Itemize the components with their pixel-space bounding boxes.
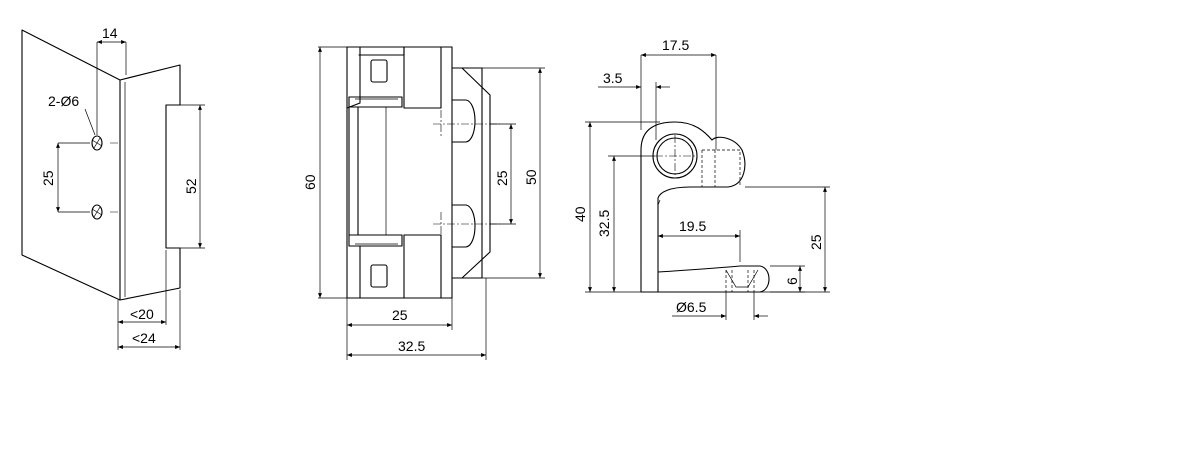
dim-outer-width: <24 (132, 330, 156, 346)
dim-top-width: 17.5 (662, 37, 689, 53)
dim-height: 52 (183, 178, 199, 194)
mounting-hole-bottom (91, 204, 103, 220)
dim-hole-spacing: 25 (40, 170, 56, 186)
right-view-dimensions: 17.5 3.5 40 32.5 19.5 25 6 Ø6.5 (572, 37, 830, 320)
mounting-hole-top (91, 135, 103, 151)
dim-total-width: 32.5 (398, 338, 425, 354)
dim-reach: 19.5 (679, 218, 706, 234)
middle-view-front (346, 46, 500, 299)
dim-pin-dia: Ø6.5 (676, 299, 707, 315)
dim-mount-height: 50 (523, 169, 539, 185)
dim-base-height: 25 (808, 234, 824, 250)
dim-holes: 2-Ø6 (48, 93, 79, 109)
dim-side-height: 40 (572, 206, 588, 222)
right-view-side (640, 121, 770, 293)
dim-top-offset: 14 (102, 25, 118, 41)
left-view-dimensions: 14 2-Ø6 25 52 <20 <24 (40, 25, 205, 350)
left-view-bracket (21, 29, 181, 301)
dim-hole-spacing-mid: 25 (494, 170, 510, 186)
dim-lip: 6 (784, 277, 800, 285)
dim-body-width: 25 (392, 307, 408, 323)
dim-total-height: 60 (302, 174, 318, 190)
dim-pivot-height: 32.5 (596, 210, 612, 237)
dim-offset: 3.5 (603, 70, 623, 86)
middle-view-dimensions: 60 50 25 25 32.5 (302, 46, 545, 360)
dim-inner-width: <20 (130, 306, 154, 322)
